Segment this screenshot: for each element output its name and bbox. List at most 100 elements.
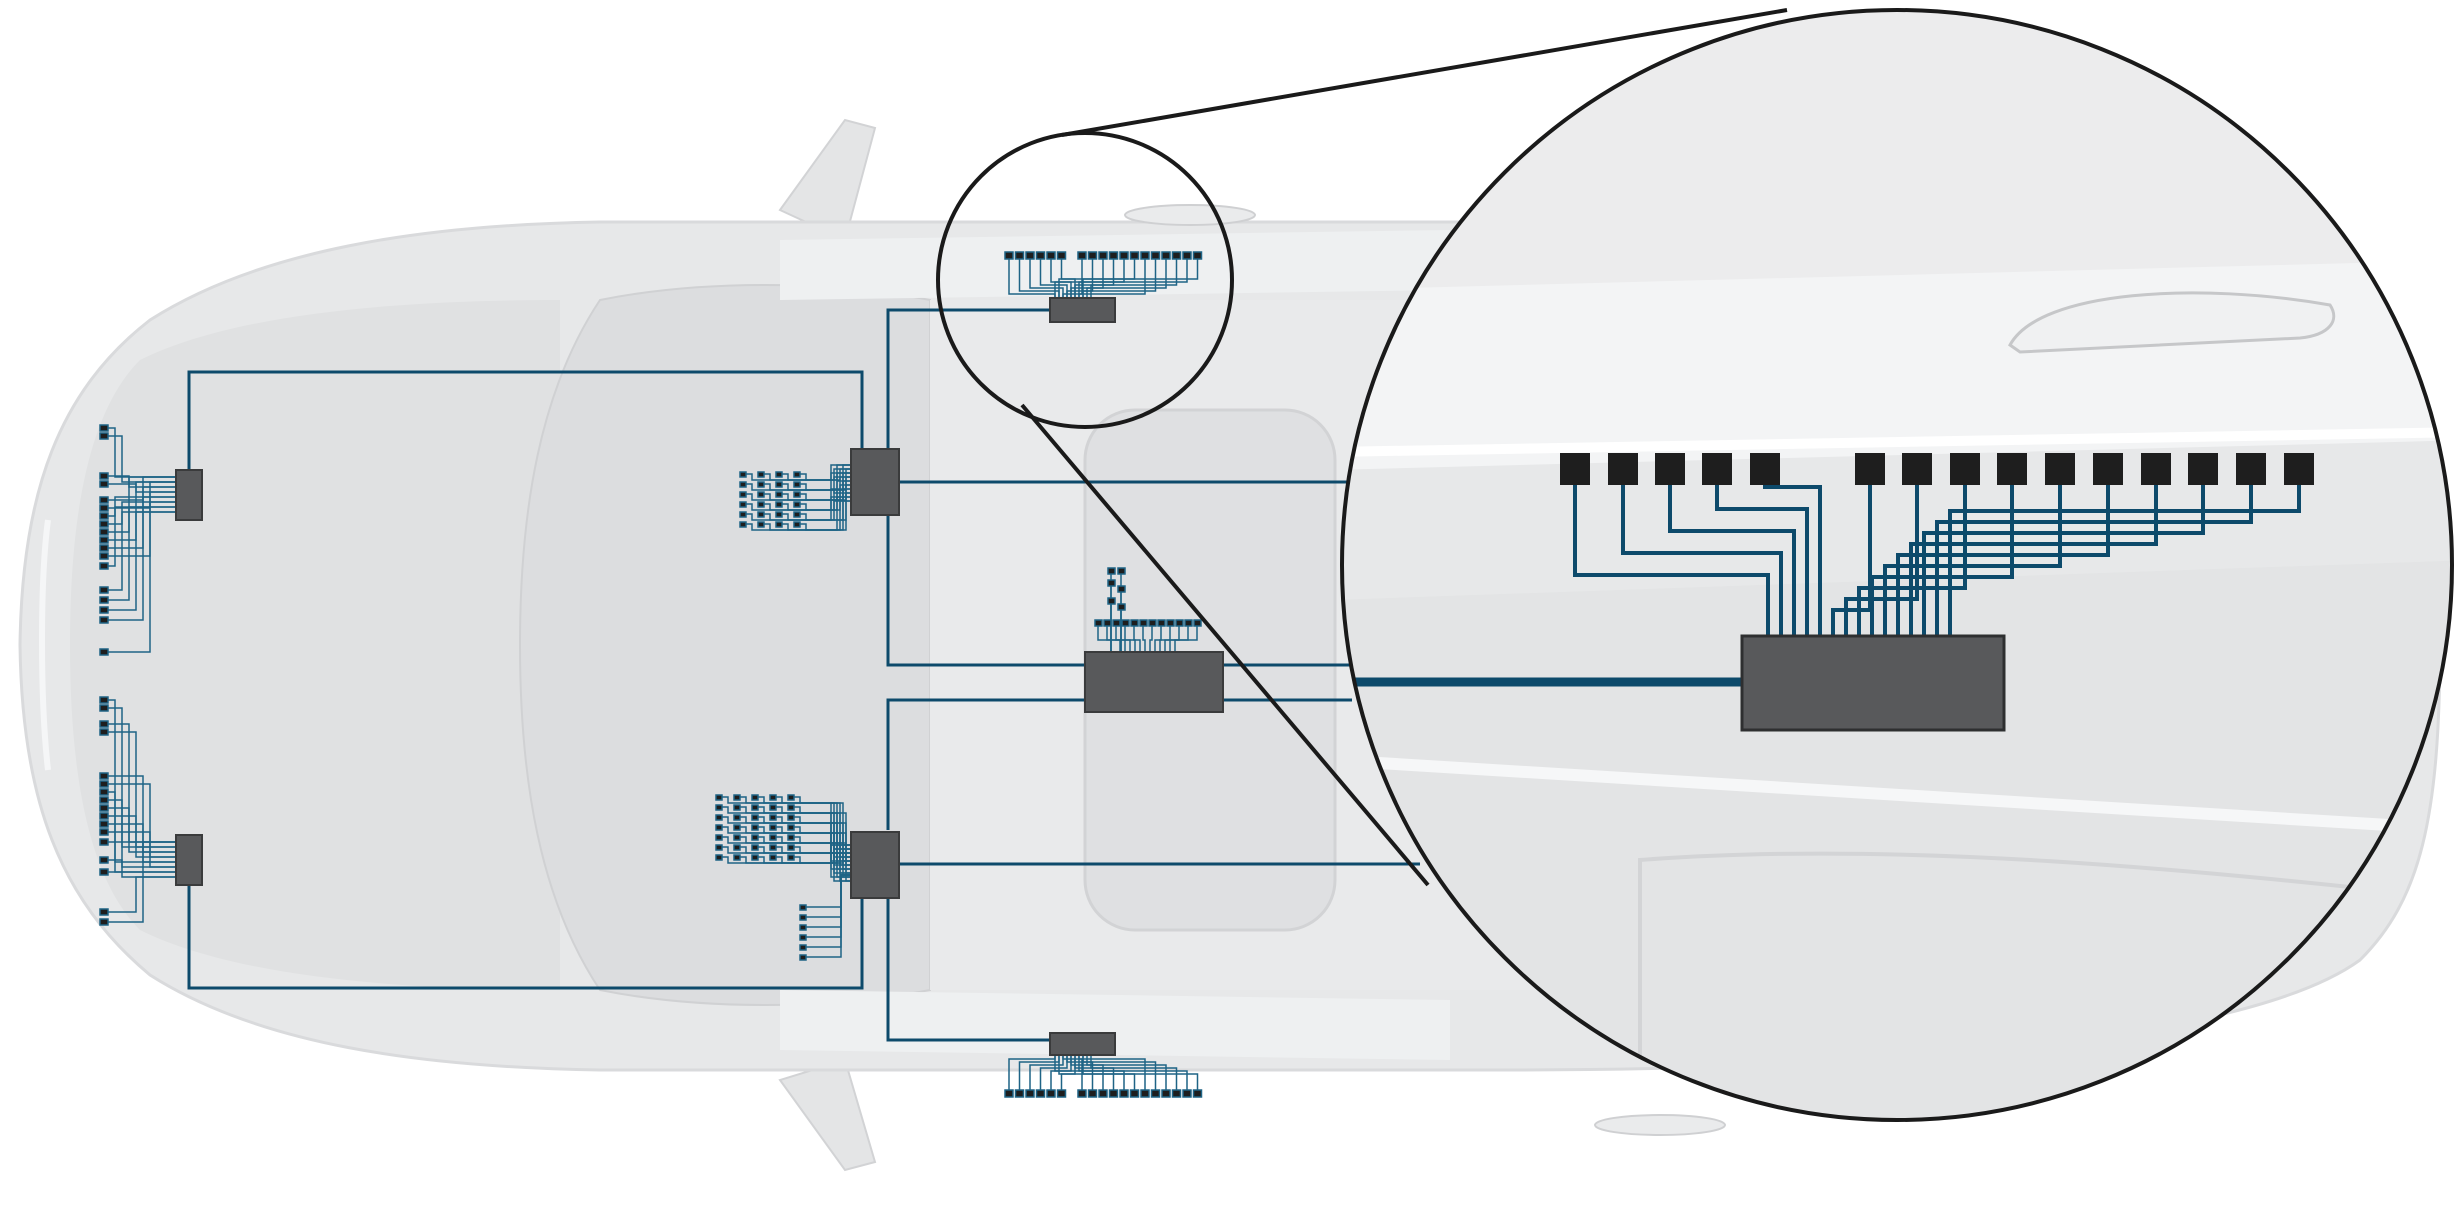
connector-pin-icon — [1094, 619, 1103, 627]
connector-pin-icon — [99, 586, 109, 594]
front-highlight — [39, 519, 51, 771]
connector-pin-icon — [715, 794, 723, 801]
connector-pin-icon — [751, 824, 759, 831]
door-controller-upper — [1049, 297, 1116, 323]
connector-pin-icon — [1171, 1089, 1182, 1098]
connector-pin-icon — [751, 794, 759, 801]
zone-wire — [794, 826, 851, 882]
door-wire — [1070, 259, 1167, 298]
connector-pin-icon — [733, 804, 741, 811]
zoom-wire — [1715, 485, 1809, 636]
mirror-lower — [778, 1058, 877, 1172]
connector-pin-icon — [99, 504, 109, 512]
connector-pin-icon — [757, 491, 765, 498]
connector-pin-icon — [1150, 1089, 1161, 1098]
zone-lower-harness — [715, 794, 851, 961]
door-wire — [1066, 1055, 1157, 1090]
connector-pin-icon — [99, 536, 109, 544]
door-controller-lower — [1049, 1032, 1116, 1056]
central-harness — [1094, 567, 1202, 652]
lighting-wire — [108, 859, 176, 868]
connector-pin-icon — [793, 511, 801, 518]
door-wire — [1074, 259, 1178, 298]
trunk-cross-mid — [886, 698, 1085, 830]
connector-pin-icon — [1655, 453, 1685, 485]
connector-pin-icon — [757, 511, 765, 518]
connector-pin-icon — [1157, 619, 1166, 627]
central-wire — [1149, 626, 1153, 652]
connector-pin-icon — [787, 814, 795, 821]
lighting-wire — [108, 476, 176, 621]
connector-pin-icon — [99, 596, 109, 604]
connector-pin-icon — [799, 914, 807, 921]
connector-pin-icon — [1997, 453, 2027, 485]
central-wire — [1142, 626, 1146, 652]
connector-pin-icon — [769, 794, 777, 801]
connector-pin-icon — [1107, 597, 1116, 605]
connector-pin-icon — [99, 480, 109, 488]
connector-pin-icon — [757, 501, 765, 508]
connector-pin-icon — [99, 704, 109, 712]
lighting-controller-upper — [175, 469, 203, 521]
zoom-detail — [1340, 8, 2454, 1122]
wiring-trunks — [187, 308, 1420, 1042]
connector-pin-icon — [1117, 567, 1126, 575]
connector-pin-icon — [1025, 1089, 1035, 1098]
zoom-wire — [1573, 485, 1770, 636]
connector-pin-icon — [1130, 619, 1139, 627]
connector-pin-icon — [751, 804, 759, 811]
trunk-right-upper — [886, 308, 1050, 470]
central-wire — [1115, 626, 1131, 652]
connector-pin-icon — [1004, 251, 1014, 260]
connector-pin-icon — [1077, 1089, 1087, 1098]
lighting-wire — [108, 823, 176, 853]
connector-pin-icon — [99, 562, 109, 570]
connector-pin-icon — [1035, 1089, 1046, 1098]
connector-pin-icon — [1025, 251, 1035, 260]
connector-pin-icon — [769, 844, 777, 851]
connector-pin-icon — [1107, 579, 1116, 587]
connector-pin-icon — [99, 520, 109, 528]
connector-pin-icon — [1117, 585, 1126, 593]
connector-pin-icon — [793, 471, 801, 478]
connector-pin-icon — [1103, 619, 1112, 627]
connector-pin-icon — [2236, 453, 2266, 485]
connector-pin-icon — [99, 424, 109, 432]
connector-pin-icon — [1107, 567, 1116, 575]
magnifier-circle-icon — [936, 131, 1234, 429]
connector-pin-icon — [1184, 619, 1193, 627]
lighting-wire — [108, 511, 176, 611]
connector-pin-icon — [1161, 251, 1171, 260]
ecu-group — [175, 297, 1224, 1056]
zoom-circle-border — [1340, 8, 2454, 1122]
connector-pin-icon — [1161, 1089, 1171, 1098]
connector-pin-icon — [99, 788, 109, 796]
connector-pin-icon — [739, 511, 747, 518]
connector-pin-icon — [1098, 251, 1108, 260]
connector-pin-icon — [99, 828, 109, 836]
connector-pin-icon — [793, 521, 801, 528]
connector-pin-icon — [775, 481, 783, 488]
connector-pin-icon — [733, 824, 741, 831]
connector-pin-icon — [733, 814, 741, 821]
connector-pin-icon — [99, 728, 109, 736]
connector-pin-icon — [1129, 1089, 1140, 1098]
connector-pin-icon — [1166, 619, 1175, 627]
lighting-wire — [108, 506, 176, 601]
connector-pin-icon — [1855, 453, 1885, 485]
connector-pin-icon — [1004, 1089, 1014, 1098]
connector-pin-icon — [99, 544, 109, 552]
connector-pin-icon — [1171, 251, 1182, 260]
connector-pin-icon — [757, 521, 765, 528]
zoom-wire — [1935, 485, 2253, 636]
connector-pin-icon — [99, 528, 109, 536]
connector-pin-icon — [1560, 453, 1590, 485]
zone-controller-lower — [850, 831, 900, 899]
connector-pin-icon — [799, 954, 807, 961]
front-lower-lighting-harness — [99, 696, 176, 926]
connector-pin-icon — [799, 924, 807, 931]
connector-pin-icon — [775, 471, 783, 478]
door-wire — [1029, 259, 1064, 298]
connector-pin-icon — [1087, 1089, 1098, 1098]
magnified-door-controller — [1740, 634, 2006, 732]
